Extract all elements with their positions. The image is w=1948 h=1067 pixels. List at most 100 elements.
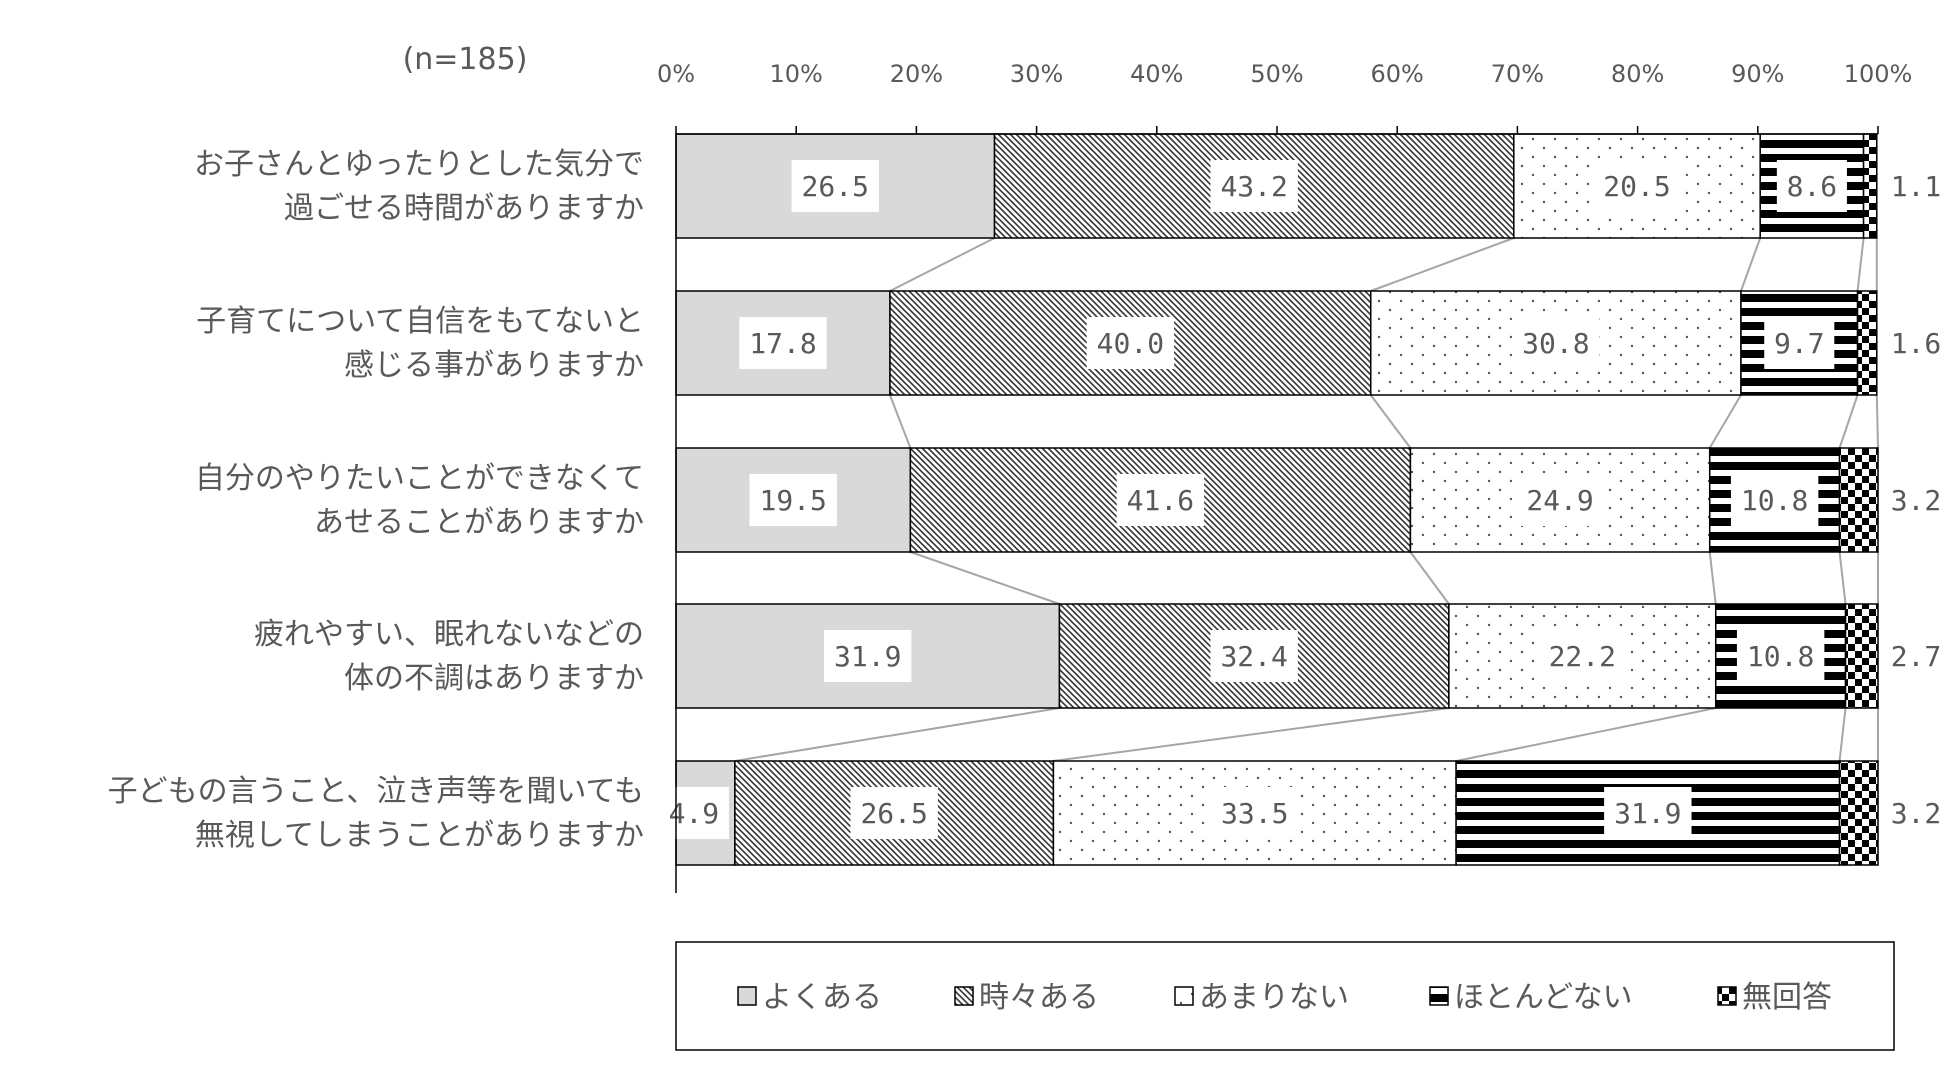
data-label-3-row-1: 20.5 bbox=[1603, 170, 1670, 203]
series-line-3-row-3 bbox=[1708, 551, 1717, 605]
legend-label-4: ほとんどない bbox=[1454, 980, 1633, 1015]
data-label-5-row-1: 1.1 bbox=[1891, 170, 1942, 203]
data-labels-layer: 26.5 17.8 19.5 31.9 4.9 43.2 40.0 41.6 32.4 26.5 2… bbox=[658, 160, 1942, 839]
data-label-2-row-2: 40.0 bbox=[1097, 327, 1164, 360]
data-label-bg-4-row-3 bbox=[1730, 474, 1819, 526]
data-label-2-row-1: 43.2 bbox=[1220, 170, 1287, 203]
data-label-bg-2-row-4 bbox=[1210, 630, 1298, 682]
data-label-2-row-5: 26.5 bbox=[860, 797, 927, 830]
data-label-5-row-5: 3.2 bbox=[1891, 797, 1942, 830]
data-label-1-row-5: 4.9 bbox=[669, 797, 720, 830]
data-label-5-row-3: 3.2 bbox=[1891, 484, 1942, 517]
legend-label-5: 無回答 bbox=[1742, 980, 1832, 1015]
data-label-1-row-2: 17.8 bbox=[749, 327, 816, 360]
data-label-5-row-4: 2.7 bbox=[1891, 640, 1942, 673]
category-labels-layer: お子さんとゆったりとした気分で過ごせる時間がありますか子育てについて自信をもてな… bbox=[108, 147, 644, 853]
x-tick-label-1: 0% bbox=[657, 60, 695, 88]
series-line-1-row-1 bbox=[889, 237, 995, 292]
data-label-3-row-3: 24.9 bbox=[1526, 484, 1593, 517]
legend-label-3: あまりない bbox=[1199, 980, 1349, 1015]
data-label-bg-3-row-5 bbox=[1211, 787, 1299, 839]
data-label-bg-3-row-3 bbox=[1516, 474, 1604, 526]
data-label-bg-2-row-3 bbox=[1116, 474, 1205, 526]
series-line-3-row-4 bbox=[1455, 707, 1716, 762]
category-label-2: 子育てについて自信をもてないと感じる事がありますか bbox=[196, 304, 644, 383]
x-tick-label-10: 90% bbox=[1731, 60, 1784, 88]
data-label-3-row-5: 33.5 bbox=[1221, 797, 1288, 830]
series-line-5-row-2 bbox=[1875, 394, 1879, 449]
axis-layer: 0% 10% 20% 30% 40% 50% 60% 70% 80% 90% 100% bbox=[657, 60, 1912, 893]
x-tick-label-9: 80% bbox=[1611, 60, 1664, 88]
category-label-5: 子どもの言うこと、泣き声等を聞いても無視してしまうことがありますか bbox=[108, 774, 644, 853]
sample-size-label: (n=185) bbox=[402, 42, 528, 77]
data-label-bg-3-row-1 bbox=[1593, 160, 1681, 212]
legend-swatch-1 bbox=[737, 986, 757, 1006]
data-label-bg-4-row-1 bbox=[1776, 160, 1847, 212]
data-label-bg-2-row-1 bbox=[1210, 160, 1298, 212]
series-line-1-row-2 bbox=[889, 394, 912, 449]
series-line-2-row-3 bbox=[1409, 551, 1450, 605]
data-label-bg-4-row-5 bbox=[1604, 787, 1692, 839]
legend-label-1: よくある bbox=[762, 980, 882, 1015]
category-label-4: 疲れやすい、眠れないなどの体の不調はありますか bbox=[254, 617, 644, 696]
bar-segment-5-row-2 bbox=[1856, 290, 1878, 396]
category-label-1: お子さんとゆったりとした気分で過ごせる時間がありますか bbox=[194, 147, 644, 226]
series-line-4-row-3 bbox=[1838, 551, 1847, 605]
series-line-3-row-1 bbox=[1740, 237, 1762, 292]
x-tick-label-8: 70% bbox=[1491, 60, 1544, 88]
x-tick-label-11: 100% bbox=[1844, 60, 1913, 88]
series-line-2-row-2 bbox=[1369, 394, 1412, 449]
series-line-4-row-2 bbox=[1838, 394, 1859, 449]
series-line-4-row-4 bbox=[1838, 707, 1847, 762]
series-line-2-row-1 bbox=[1370, 237, 1515, 292]
series-lines-layer bbox=[734, 237, 1879, 762]
legend-swatch-3 bbox=[1174, 986, 1194, 1006]
x-tick-label-7: 60% bbox=[1371, 60, 1424, 88]
bar-segment-5-row-3 bbox=[1838, 447, 1879, 553]
bar-segment-5-row-4 bbox=[1844, 603, 1879, 709]
data-label-bg-1-row-3 bbox=[749, 474, 837, 526]
bars-layer bbox=[675, 133, 1879, 866]
x-tick-label-3: 20% bbox=[890, 60, 943, 88]
data-label-bg-1-row-2 bbox=[739, 317, 827, 369]
data-label-bg-2-row-5 bbox=[850, 787, 938, 839]
data-label-1-row-1: 26.5 bbox=[802, 170, 869, 203]
data-label-bg-4-row-2 bbox=[1764, 317, 1835, 369]
data-label-bg-1-row-1 bbox=[791, 160, 879, 212]
data-label-2-row-4: 32.4 bbox=[1220, 640, 1287, 673]
data-label-bg-3-row-2 bbox=[1512, 317, 1600, 369]
data-label-4-row-2: 9.7 bbox=[1774, 327, 1825, 360]
series-line-4-row-1 bbox=[1856, 237, 1865, 292]
data-label-bg-1-row-5 bbox=[658, 787, 729, 839]
category-label-3: 自分のやりたいことができなくてあせることがありますか bbox=[195, 461, 644, 540]
data-label-2-row-3: 41.6 bbox=[1127, 484, 1194, 517]
data-label-3-row-2: 30.8 bbox=[1522, 327, 1589, 360]
x-tick-label-5: 40% bbox=[1130, 60, 1183, 88]
x-tick-label-2: 10% bbox=[770, 60, 823, 88]
data-label-4-row-3: 10.8 bbox=[1741, 484, 1808, 517]
series-line-2-row-4 bbox=[1053, 707, 1450, 762]
data-label-3-row-4: 22.2 bbox=[1549, 640, 1616, 673]
data-label-1-row-3: 19.5 bbox=[759, 484, 826, 517]
legend: よくある 時々ある あまりない ほとんどない 無回答 bbox=[675, 941, 1895, 1051]
data-label-bg-2-row-2 bbox=[1086, 317, 1175, 369]
data-label-4-row-4: 10.8 bbox=[1747, 640, 1814, 673]
data-label-4-row-5: 31.9 bbox=[1614, 797, 1681, 830]
legend-swatch-4 bbox=[1429, 986, 1449, 1006]
legend-label-2: 時々ある bbox=[979, 980, 1099, 1015]
data-label-bg-3-row-4 bbox=[1538, 630, 1627, 682]
series-line-1-row-4 bbox=[734, 707, 1060, 762]
bar-segment-5-row-1 bbox=[1862, 133, 1878, 239]
series-line-3-row-2 bbox=[1708, 394, 1742, 449]
series-line-1-row-3 bbox=[910, 551, 1060, 605]
data-label-bg-4-row-4 bbox=[1736, 630, 1825, 682]
legend-swatch-2 bbox=[954, 986, 974, 1006]
x-tick-label-6: 50% bbox=[1250, 60, 1303, 88]
data-label-4-row-1: 8.6 bbox=[1787, 170, 1838, 203]
data-label-5-row-2: 1.6 bbox=[1891, 327, 1942, 360]
legend-box bbox=[675, 941, 1895, 1051]
x-tick-label-4: 30% bbox=[1010, 60, 1063, 88]
legend-swatch-5 bbox=[1717, 986, 1737, 1006]
